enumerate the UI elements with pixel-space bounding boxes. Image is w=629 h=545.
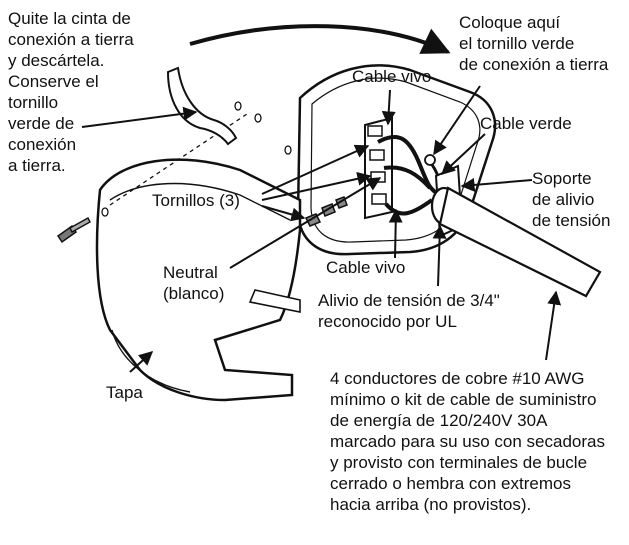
label-strain-relief: Alivio de tensión de 3/4" reconocido por… <box>318 290 500 332</box>
label-line: mínimo o kit de cable de suministro <box>330 390 597 409</box>
label-line: verde de <box>8 114 75 133</box>
label-line: de tensión <box>532 211 611 230</box>
live-wire-bottom <box>384 198 434 216</box>
ground-screw-hole <box>424 154 436 166</box>
label-ground-tape: Quite la cinta de conexión a tierra y de… <box>8 8 134 176</box>
label-green-wire: Cable verde <box>480 113 572 134</box>
label-line: Alivio de tensión de 3/4" <box>318 291 500 310</box>
label-line: Tapa <box>106 383 143 402</box>
power-cable <box>438 186 602 298</box>
label-cover: Tapa <box>106 382 143 403</box>
label-line: 4 conductores de cobre #10 AWG <box>330 369 585 388</box>
label-line: y provisto con terminales de bucle <box>330 453 588 472</box>
label-line: de conexión a tierra <box>459 55 609 74</box>
label-neutral: Neutral (blanco) <box>163 262 224 304</box>
label-line: marcado para su uso con secadoras <box>330 432 605 451</box>
label-line: cerrado o hembra con extremos <box>330 474 571 493</box>
label-line: de energía de 120/240V 30A <box>330 411 548 430</box>
label-line: conexión a tierra <box>8 30 134 49</box>
label-line: Tornillos (3) <box>152 191 240 210</box>
label-line: de alivio <box>532 190 595 209</box>
move-arrow <box>189 24 451 54</box>
label-line: (blanco) <box>163 284 225 303</box>
label-strain-bracket: Soporte de alivio de tensión <box>532 168 610 231</box>
label-line: Coloque aquí <box>459 13 561 32</box>
label-line: Quite la cinta de <box>8 9 131 28</box>
label-conductors: 4 conductores de cobre #10 AWG mínimo o … <box>330 368 605 515</box>
label-line: hacia arriba (no provistos). <box>330 495 532 514</box>
cover-plate <box>95 158 302 402</box>
label-line: Conserve el <box>8 72 99 91</box>
ground-tape <box>166 66 238 146</box>
label-screws: Tornillos (3) <box>152 190 240 211</box>
loose-screw <box>56 217 91 244</box>
label-place-screw: Coloque aquí el tornillo verde de conexi… <box>459 12 608 75</box>
label-line: tornillo <box>8 93 59 112</box>
label-line: Cable vivo <box>326 258 406 277</box>
label-live-wire-bottom: Cable vivo <box>326 257 405 278</box>
label-line: Neutral <box>163 263 218 282</box>
label-live-wire-top: Cable vivo <box>352 66 431 87</box>
housing-inner <box>310 77 481 243</box>
label-line: Soporte <box>532 169 592 188</box>
label-line: Cable vivo <box>352 67 432 86</box>
live-wire-top <box>377 135 441 197</box>
label-line: conexión <box>8 135 77 154</box>
label-line: reconocido por UL <box>318 312 457 331</box>
label-line: el tornillo verde <box>459 34 575 53</box>
label-line: a tierra. <box>8 156 66 175</box>
label-line: Cable verde <box>480 114 572 133</box>
label-line: y descártela. <box>8 51 105 70</box>
neutral-wire <box>383 165 432 190</box>
